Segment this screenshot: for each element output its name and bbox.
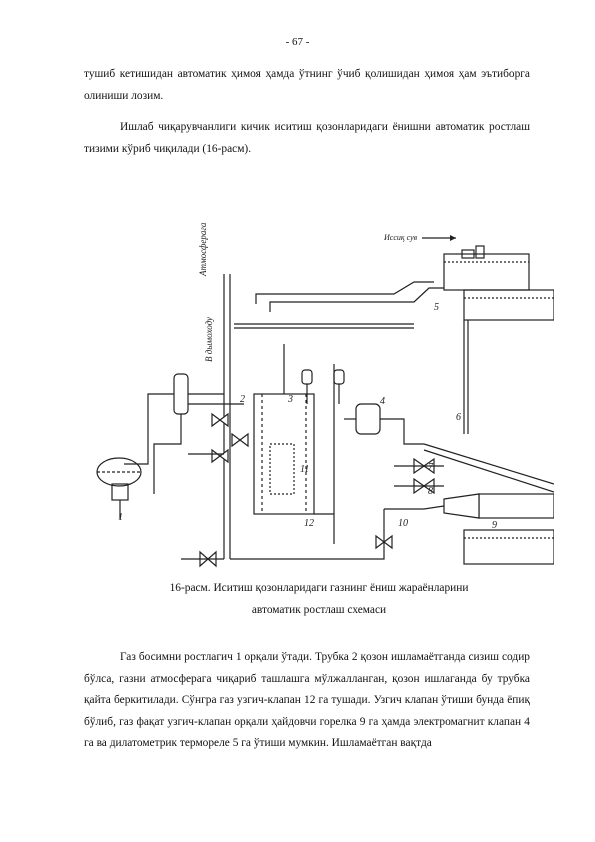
svg-text:3: 3 — [287, 394, 293, 405]
figure-caption-line-2: автоматик ростлаш схемаси — [251, 604, 387, 616]
svg-text:4: 4 — [380, 396, 385, 407]
svg-text:1: 1 — [118, 512, 123, 523]
svg-text:5: 5 — [434, 302, 439, 313]
svg-text:2: 2 — [240, 394, 245, 405]
svg-text:8: 8 — [428, 486, 433, 497]
paragraph-1: тушиб кетишидан автоматик ҳимоя ҳамда ўт… — [84, 68, 530, 102]
page-number: - 67 - — [285, 36, 310, 48]
boiler-control-scheme-diagram: Атмосферага В дымоходу Иссиқ сув 1 — [84, 214, 555, 574]
svg-text:9: 9 — [492, 520, 497, 531]
svg-text:6: 6 — [456, 412, 461, 423]
paragraph-2: Ишлаб чиқарувчанлиги кичик иситиш қозонл… — [84, 121, 530, 155]
hot-water-label: Иссиқ сув — [383, 233, 418, 242]
paragraph-3: Газ босимни ростлагич 1 орқали ўтади. Тр… — [84, 651, 530, 749]
figure-caption-line-1: 16-расм. Иситиш қозонларидаги газнинг ён… — [169, 582, 469, 594]
svg-text:11: 11 — [300, 464, 309, 475]
svg-text:12: 12 — [304, 518, 314, 529]
chimney-label: В дымоходу — [204, 317, 214, 362]
svg-text:10: 10 — [398, 518, 408, 529]
atmosphere-label: Атмосферага — [198, 222, 208, 277]
svg-text:7: 7 — [428, 462, 434, 473]
